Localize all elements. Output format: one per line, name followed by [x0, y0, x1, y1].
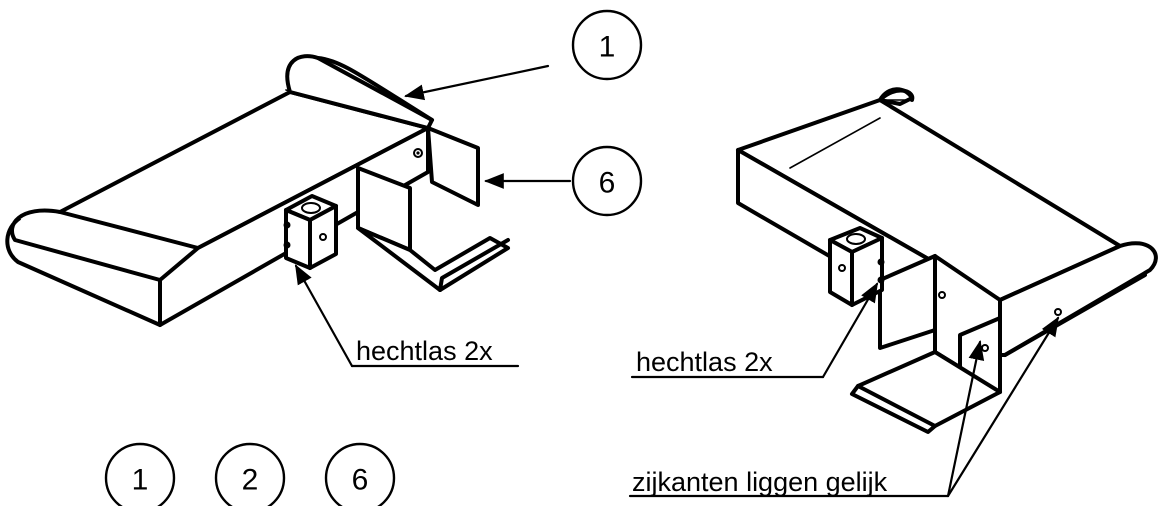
- left-bracket-part: [356, 126, 510, 292]
- balloon-6-top: 6: [571, 145, 643, 217]
- balloon-1-bottom-text: 1: [132, 464, 149, 497]
- left-nut-block: [283, 194, 338, 270]
- leader-balloon-1: [404, 64, 550, 101]
- leader-weld-right: [821, 282, 879, 379]
- right-assembly: [628, 87, 1158, 498]
- left-assembly: [5, 54, 572, 368]
- balloon-6-bottom: 6: [324, 442, 396, 506]
- sides-flush-label: zijkanten liggen gelijk: [632, 467, 888, 497]
- balloon-1-bottom: 1: [104, 442, 176, 506]
- weld-label-left: hechtlas 2x: [356, 336, 493, 366]
- weld-label-right: hechtlas 2x: [636, 347, 773, 377]
- leader-weld-left: [294, 264, 354, 368]
- balloon-2-bottom-text: 2: [242, 464, 259, 497]
- balloon-1-top-text: 1: [599, 31, 616, 64]
- leader-flush-2: [946, 316, 1060, 498]
- right-nut-block: [828, 226, 885, 307]
- balloon-6-top-text: 6: [599, 167, 616, 200]
- balloon-2-bottom: 2: [214, 442, 286, 506]
- balloon-6-bottom-text: 6: [352, 464, 369, 497]
- leader-flush-1: [946, 340, 985, 498]
- balloon-1-top: 1: [571, 9, 643, 81]
